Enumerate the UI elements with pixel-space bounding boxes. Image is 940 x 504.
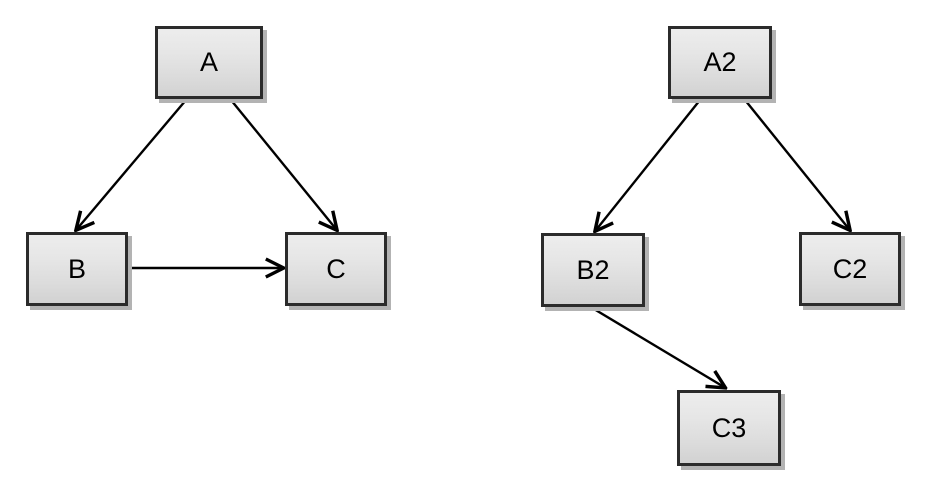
node-label: B <box>67 253 86 284</box>
node-b2[interactable]: B2 <box>541 233 645 307</box>
edge-a2-to-b2 <box>596 99 701 230</box>
node-label: C3 <box>711 412 747 443</box>
edge-a-to-c <box>230 99 336 229</box>
node-c3[interactable]: C3 <box>677 390 781 466</box>
node-c[interactable]: C <box>285 232 387 306</box>
node-label: A2 <box>703 47 737 77</box>
edge-a-to-b <box>77 99 187 229</box>
node-a2[interactable]: A2 <box>668 26 772 99</box>
node-label: B2 <box>576 254 610 285</box>
edge-b2-to-c3 <box>593 307 724 387</box>
node-label: C <box>326 253 346 284</box>
node-a[interactable]: A <box>155 26 263 99</box>
node-c2[interactable]: C2 <box>799 232 901 306</box>
node-label: A <box>199 47 218 77</box>
edge-a2-to-c2 <box>744 99 849 229</box>
node-label: C2 <box>832 253 868 284</box>
node-b[interactable]: B <box>26 232 128 306</box>
